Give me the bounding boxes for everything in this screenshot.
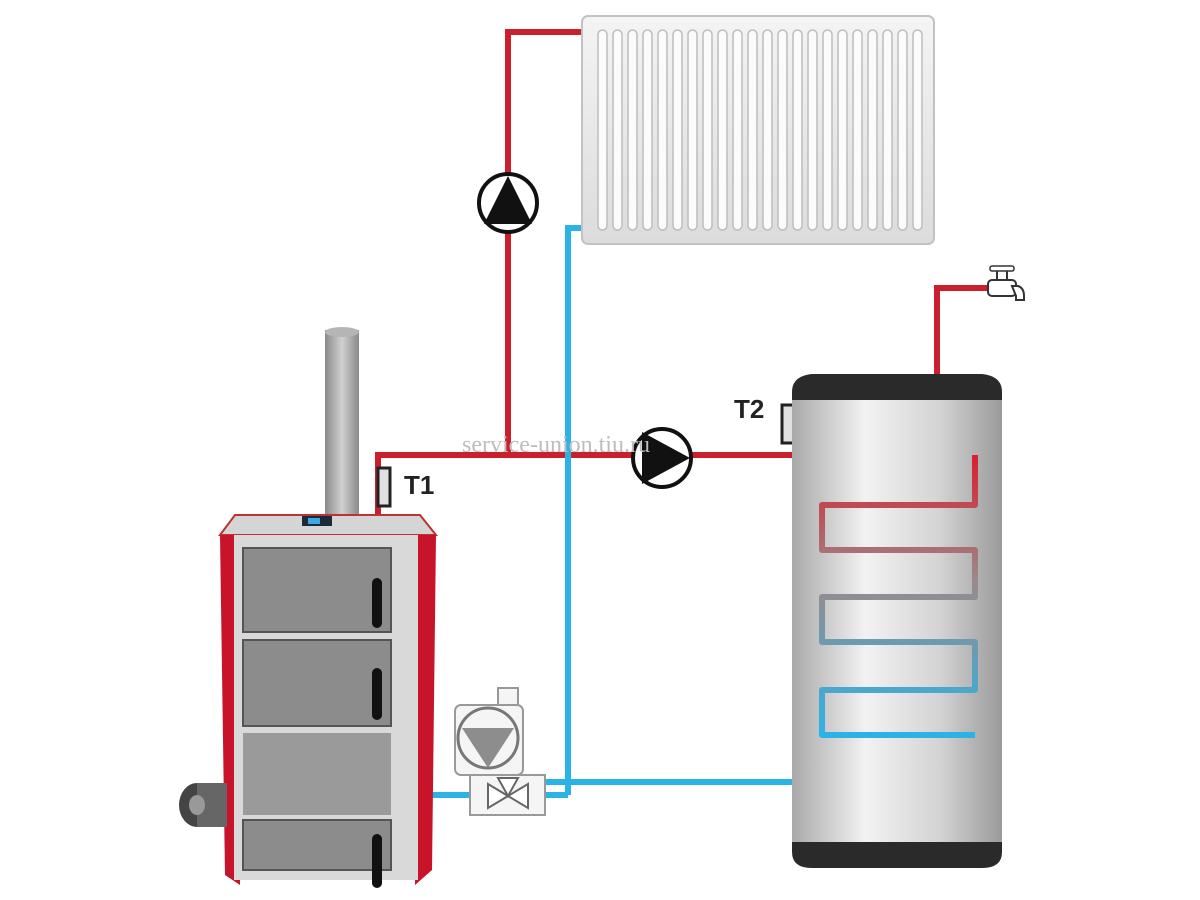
hot-pipe-radiator-supply — [505, 29, 585, 455]
radiator-fin — [882, 29, 893, 231]
sensor-icon — [376, 466, 392, 508]
faucet-icon — [987, 265, 1025, 301]
radiator-fin — [852, 29, 863, 231]
radiator-fin — [747, 29, 758, 231]
radiator-fin — [837, 29, 848, 231]
pump-icon — [477, 172, 539, 234]
radiator-fin — [822, 29, 833, 231]
radiator-fin — [792, 29, 803, 231]
cold-pipe-radiator-return — [565, 225, 585, 795]
radiator-fin — [672, 29, 683, 231]
radiator-fin — [702, 29, 713, 231]
sensor-label-t2: T2 — [734, 394, 764, 424]
radiator-fin — [777, 29, 788, 231]
radiator-fin — [597, 29, 608, 231]
radiator — [581, 15, 935, 245]
radiator-fins — [597, 29, 923, 231]
hot-water-outlet-pipe — [934, 285, 990, 378]
mixing-valve-icon — [454, 687, 546, 816]
radiator-fin — [717, 29, 728, 231]
radiator-fin — [642, 29, 653, 231]
water-tank — [792, 374, 1002, 868]
tank-coil — [819, 455, 978, 738]
radiator-fin — [867, 29, 878, 231]
sensor-label-t1: T1 — [404, 470, 434, 500]
radiator-fin — [897, 29, 908, 231]
radiator-fin — [657, 29, 668, 231]
radiator-fin — [762, 29, 773, 231]
radiator-fin — [732, 29, 743, 231]
radiator-fin — [687, 29, 698, 231]
watermark-text: service-union.tiu.ru — [462, 432, 650, 458]
radiator-fin — [627, 29, 638, 231]
boiler — [179, 327, 439, 888]
radiator-fin — [912, 29, 923, 231]
radiator-fin — [612, 29, 623, 231]
radiator-fin — [807, 29, 818, 231]
pump-icon — [631, 427, 693, 489]
